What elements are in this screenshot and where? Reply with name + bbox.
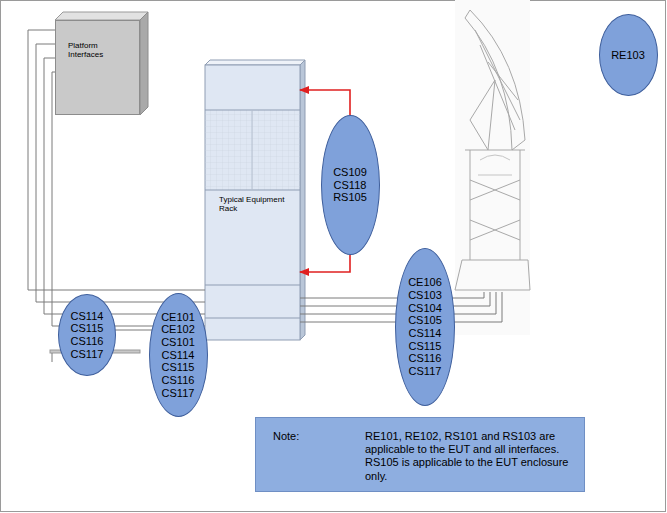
test-code: CS114 [71,310,104,323]
test-code: CS116 [71,335,104,348]
test-code: CS101 [161,336,195,349]
test-ellipse: RE103 [599,14,658,96]
test-code: CS116 [409,352,442,365]
equipment-rack [205,60,305,340]
box-label: Platform Interfaces [68,41,135,59]
test-code: CS117 [71,348,104,361]
test-ellipse: CS109CS118RS105 [321,115,380,255]
platform-box-faces [55,12,148,115]
test-code: CS109 [333,166,367,179]
test-code: CS116 [162,374,195,387]
test-code: CS117 [162,387,195,400]
applicability-arrow [300,255,350,272]
test-code: CE102 [161,323,195,336]
test-code: RS105 [333,191,367,204]
test-code: RE103 [611,49,645,62]
test-code: CE101 [161,311,195,324]
test-code: CS114 [409,327,442,340]
antenna-illustration [455,0,530,335]
box-label: Typical Equipment Rack [219,195,296,213]
note-box: Note:RE101, RE102, RS101 and RS103 are a… [255,417,585,492]
equipment-rack-box: Typical Equipment Rack [205,65,300,340]
test-code: CS105 [408,314,442,327]
test-code: CS118 [334,179,367,192]
test-code: CS115 [162,361,195,374]
test-ellipse: CE106CS103CS104CS105CS114CS115CS116CS117 [395,248,455,406]
test-code: CS115 [409,340,442,353]
test-code: CS103 [408,289,442,302]
test-ellipse: CE101CE102CS101CS114CS115CS116CS117 [149,293,208,417]
test-code: CS115 [71,322,104,335]
applicability-arrow [300,90,350,115]
test-ellipse: CS114CS115CS116CS117 [58,294,116,376]
note-text: Note: [273,430,365,443]
test-code: CE106 [408,276,442,289]
test-code: CS104 [408,302,442,315]
test-code: CS114 [162,349,195,362]
note-text: RE101, RE102, RS101 and RS103 are applic… [365,430,580,483]
platform-box: Platform Interfaces [55,20,140,115]
test-code: CS117 [409,365,442,378]
